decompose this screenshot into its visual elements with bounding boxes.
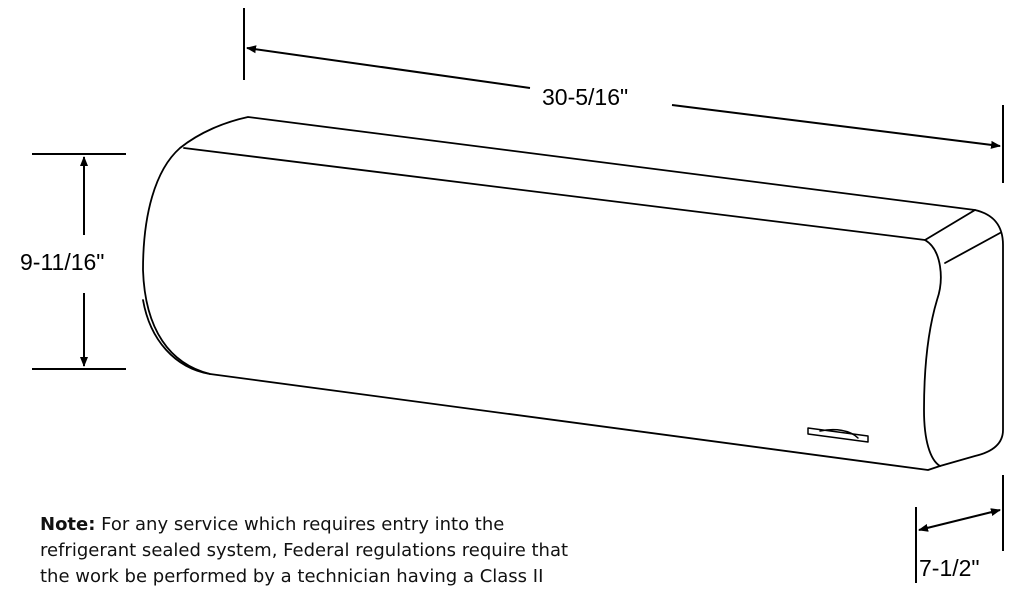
depth-label: 7-1/2": [919, 555, 980, 581]
unit-outline: [142, 116, 1004, 471]
width-dimension: [243, 8, 1004, 183]
note-line-3: the work be performed by a technician ha…: [40, 566, 544, 587]
note-line-1: Note: For any service which requires ent…: [40, 512, 600, 538]
width-label: 30-5/16": [542, 84, 628, 110]
width-arrow-right: [671, 104, 1001, 149]
unit-side-line: [944, 232, 1001, 264]
unit-bottom-curve: [142, 299, 211, 375]
unit-top-corner-edge: [924, 209, 976, 241]
depth-arrow: [918, 508, 1001, 532]
width-arrow-left: [246, 45, 531, 89]
note-text-1: For any service which requires entry int…: [95, 514, 505, 535]
air-conditioner-unit: [142, 116, 1004, 471]
brand-logo-icon: [807, 427, 869, 443]
height-label: 9-11/16": [20, 249, 104, 275]
service-note: Note: For any service which requires ent…: [40, 512, 600, 590]
note-line-2: refrigerant sealed system, Federal regul…: [40, 540, 569, 561]
note-label: Note:: [40, 514, 96, 535]
depth-dimension: [915, 475, 1004, 583]
unit-front-face-edge: [183, 147, 942, 467]
height-dimension: [32, 153, 126, 370]
